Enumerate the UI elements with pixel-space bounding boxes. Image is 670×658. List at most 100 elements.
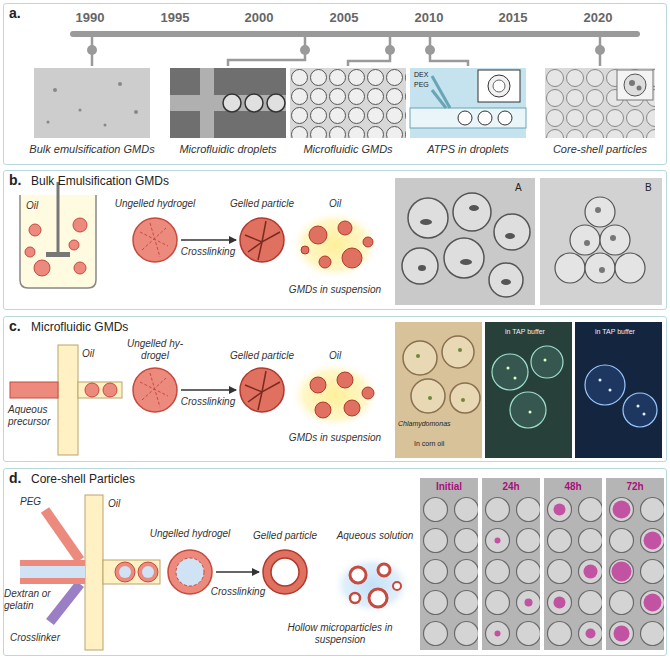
microfluidic-chip [115,562,135,582]
micrograph [290,68,406,138]
panel-letter: d. [9,470,21,486]
micrograph [501,279,511,285]
year-label: 1995 [161,10,190,25]
micrograph [599,267,605,273]
diagram-label: Crosslinking [211,586,265,598]
diagram-label: Aqueous solution [337,530,414,542]
panel-title: Microfluidic GMDs [31,320,128,334]
microfluidic-chip [45,510,80,560]
process-arrow [181,239,236,241]
micrograph [544,478,602,650]
micrograph [53,88,57,92]
core-shell-particle [168,550,307,594]
image-label: in TAP buffer [595,328,635,335]
year-label: 2005 [330,10,359,25]
microfluidic-chip [103,383,117,397]
micrograph [489,263,523,297]
micrograph [555,253,585,283]
timeline-pin [304,34,307,46]
diagram-label: Gelled particle [253,530,317,542]
hydrogel-particle [245,371,280,410]
microfluidic-chip [103,560,160,584]
micrograph [610,235,616,241]
timeline-pin [389,34,392,46]
timeline-pin-head [300,45,310,55]
micrograph [418,265,426,271]
panel-box: a. [3,3,667,165]
panel-letter: b. [9,172,21,188]
image-label: in TAP buffer [505,328,545,335]
micrograph [408,198,448,238]
year-label: 2015 [499,10,528,25]
image-caption: Microfluidic droplets [179,143,276,155]
micrograph [290,68,406,138]
microfluidic-chip [10,382,58,398]
micrograph [644,594,662,612]
micrograph [420,478,664,650]
micrograph [514,377,517,380]
year-label: 2010 [415,10,444,25]
process-arrow [216,572,259,573]
image-label: In corn oil [414,440,444,447]
micrograph [34,68,150,138]
micrograph [34,68,655,138]
diagram-label: Aqueous precursor [8,404,56,428]
micrograph [200,68,214,138]
micrograph [494,214,530,250]
micrograph [613,501,631,519]
beaker [29,224,41,236]
suspension [332,555,412,615]
micrograph [223,94,241,112]
micrograph [104,124,107,127]
image-caption: Bulk emulsification GMDs [29,143,154,155]
micrograph [460,259,472,265]
micrograph [545,68,655,138]
microfluidic-chip [10,345,122,455]
micrograph [493,80,505,92]
beaker [46,252,70,257]
microfluidic-chip [50,584,80,622]
process-arrow [181,390,236,391]
image-caption: Microfluidic GMDs [303,143,392,155]
micrograph [554,597,566,609]
micrograph [245,94,263,112]
timeline-pin [92,34,600,66]
hydrogel-particle [133,218,177,262]
micrograph [79,109,82,112]
microfluidic-chip [58,345,78,455]
micrograph [482,478,540,650]
microfluidic-chip [78,382,122,398]
micrograph [643,413,646,416]
micrograph [170,68,286,138]
core-shell-particle [176,558,204,586]
micrograph [403,341,437,375]
micrograph [395,178,662,305]
suspension [332,555,412,615]
panel-title: Core-shell Particles [31,472,135,486]
micrograph [623,393,657,427]
micrograph [637,86,642,91]
micrograph [575,322,662,458]
micrograph [584,240,590,246]
image-letter: A [515,182,522,193]
micrograph [644,532,662,550]
suspension [315,402,331,418]
micrograph [469,205,479,211]
timeline-pin [599,34,602,46]
micrograph [599,379,602,382]
diagram-label: PEG [20,496,41,508]
timeline-pin [91,34,94,46]
beaker [74,262,86,274]
core-shell-particle [168,550,212,594]
micrograph [531,346,563,378]
micrograph [478,111,492,125]
panel-box: c.Microfluidic GMDs [3,316,667,462]
suspension [350,593,360,603]
micrograph [498,111,512,125]
micrograph [395,322,662,458]
micrograph [410,68,526,138]
suspension [393,582,401,590]
micrograph [267,94,285,112]
micrograph [453,193,491,231]
micrograph [461,398,465,402]
